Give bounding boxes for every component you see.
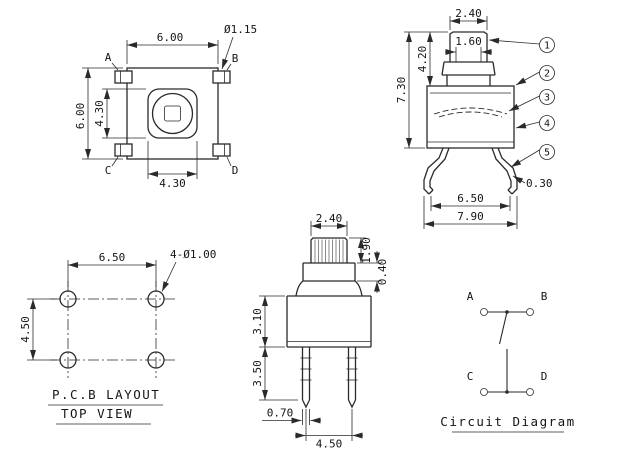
dim-lead-pitch: 4.50	[295, 409, 363, 450]
dim-lead-pitch-label: 4.50	[316, 438, 343, 450]
top-view: 6.00 Ø1.15 6.00 4.30 4.30 A B	[74, 23, 257, 190]
dim-lead-length-label: 3.50	[251, 360, 264, 387]
switch-arm	[498, 311, 508, 345]
bent-leads	[423, 147, 518, 195]
corner-label-c: C	[105, 164, 112, 177]
dim-knob-inner-label: 1.60	[455, 35, 482, 48]
callout-2-badge	[539, 65, 555, 81]
terminal-a-node	[480, 308, 488, 316]
switch-body-side	[426, 85, 515, 149]
hole-note-label: Ø1.15	[224, 23, 257, 36]
corner-label-b: B	[232, 52, 239, 65]
pcb-captions: P.C.B LAYOUT TOP VIEW	[48, 387, 163, 425]
dim-collar-height: 0.40	[357, 251, 389, 293]
corner-label-a: A	[105, 51, 112, 64]
dim-inner-height-label: 4.30	[93, 100, 106, 127]
dim-front-knob-width-label: 2.40	[316, 212, 343, 225]
dim-left-height-label: 6.00	[74, 103, 87, 130]
corner-labels: A B C D	[105, 51, 239, 177]
pcb-caption-line1: P.C.B LAYOUT	[52, 387, 160, 402]
dim-outer-span-label: 7.90	[457, 210, 484, 223]
terminal-label-b: B	[541, 290, 548, 303]
dim-inner-width-label: 4.30	[159, 177, 186, 190]
pcb-hole	[59, 290, 77, 308]
dim-lead-length: 3.50	[251, 347, 298, 401]
pcb-hole-note: 4-Ø1.00	[161, 248, 216, 292]
front-stem	[310, 237, 348, 263]
dim-knob-width-label: 2.40	[455, 7, 482, 20]
callout-1-badge	[539, 37, 555, 53]
dim-knob-width: 2.40	[449, 7, 488, 30]
pcb-hole	[147, 351, 165, 369]
circuit-caption: Circuit Diagram	[440, 414, 575, 433]
callouts: 1 2 3 4 5	[488, 37, 555, 168]
dim-body-height: 3.10	[251, 295, 285, 348]
dim-lead-width-label: 0.70	[267, 407, 294, 420]
terminal-b-node	[526, 308, 534, 316]
corner-label-d: D	[232, 164, 239, 177]
dim-hole-pitch-x: 6.50	[67, 251, 157, 287]
dim-total-height-label: 7.30	[395, 77, 408, 104]
dim-hole-pitch-x-label: 6.50	[99, 251, 126, 264]
dome-contact-hidden	[433, 107, 508, 115]
cover-inner-outline	[147, 88, 198, 139]
dim-lead-thickness: 0.30	[512, 175, 553, 190]
dim-hole-pitch-y: 4.50	[19, 298, 57, 361]
dim-inner-height: 4.30	[93, 88, 146, 139]
callout-4-number: 4	[544, 119, 550, 130]
circuit-diagram: A B C D Circuit Diagram	[440, 290, 575, 433]
dim-lead-width: 0.70	[262, 407, 321, 425]
dim-collar-height-label: 0.40	[376, 259, 389, 286]
dim-outer-span: 7.90	[423, 196, 518, 229]
corner-pins	[114, 70, 231, 157]
callout-3-number: 3	[544, 93, 550, 104]
dim-front-knob-height: 1.90	[349, 237, 381, 264]
actuator-center	[164, 105, 181, 122]
circuit-caption-label: Circuit Diagram	[440, 414, 575, 429]
pcb-layout-view: 6.50 4-Ø1.00 4.50 P.C.B LAYOUT TOP VIEW	[19, 248, 216, 425]
callout-2-number: 2	[544, 69, 550, 80]
front-leads	[300, 347, 358, 409]
dim-knob-inner: 1.60	[445, 35, 492, 62]
pcb-caption-line2: TOP VIEW	[61, 406, 133, 421]
dim-front-knob-width: 2.40	[310, 212, 348, 236]
terminal-label-c: C	[467, 370, 474, 383]
callout-4-badge	[539, 115, 555, 131]
dim-inner-width: 4.30	[147, 141, 198, 190]
dim-total-height: 7.30	[395, 32, 425, 149]
terminal-label-a: A	[467, 290, 474, 303]
callout-5-number: 5	[544, 148, 550, 159]
dim-lead-span: 6.50	[430, 192, 511, 211]
actuator-circle	[151, 92, 194, 135]
terminal-c-node	[480, 388, 488, 396]
pcb-hole	[59, 351, 77, 369]
callout-3-badge	[539, 89, 555, 105]
plunger-stem	[449, 31, 488, 62]
pcb-hole	[147, 290, 165, 308]
side-view: 2.40 1.60 4.20 7.30 6.50 7.90	[395, 7, 555, 229]
dim-lead-span-label: 6.50	[457, 192, 484, 205]
terminal-d-node	[526, 388, 534, 396]
hole-note: Ø1.15	[221, 23, 257, 70]
front-view: 2.40 1.90 0.40 3.10 3.50 0.70	[251, 212, 389, 450]
stem-knurl-hatch	[314, 239, 344, 263]
dim-stem-height-label: 4.20	[416, 46, 429, 73]
callout-5-badge	[539, 144, 555, 160]
dim-top-width-label: 6.00	[157, 31, 184, 44]
plunger-collar	[441, 61, 496, 86]
callout-1-number: 1	[544, 41, 550, 52]
front-body	[286, 295, 372, 348]
dim-top-width: 6.00	[126, 31, 219, 64]
dim-left-height: 6.00	[74, 67, 123, 160]
front-collar	[295, 262, 363, 297]
dim-stem-height: 4.20	[404, 31, 448, 86]
switch-body-outline	[126, 67, 219, 160]
dim-body-height-label: 3.10	[251, 308, 264, 335]
dim-hole-pitch-y-label: 4.50	[19, 316, 32, 343]
dim-lead-thickness-label: 0.30	[526, 177, 553, 190]
terminal-label-d: D	[541, 370, 548, 383]
dim-front-knob-height-label: 1.90	[360, 237, 373, 264]
pcb-hole-note-label: 4-Ø1.00	[170, 248, 216, 261]
